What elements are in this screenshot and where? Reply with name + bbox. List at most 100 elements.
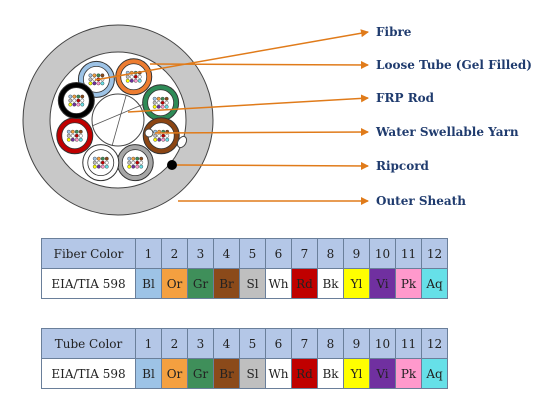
- fiber-color-code: Aq: [421, 268, 448, 299]
- fibre: [153, 133, 158, 138]
- water-swellable-yarn: [144, 128, 154, 138]
- tube-table-number: 7: [291, 328, 318, 359]
- loose-tube: [116, 144, 154, 182]
- fibre: [92, 164, 97, 169]
- fiber-table-row-label: EIA/TIA 598: [41, 268, 136, 299]
- fiber-table-number: 3: [187, 238, 214, 269]
- loose-tube: [115, 58, 153, 96]
- tube-table-number: 11: [395, 328, 422, 359]
- loose-tube-gel: [62, 87, 90, 114]
- fibre: [72, 102, 77, 107]
- fibre: [96, 81, 101, 86]
- fibre: [133, 78, 138, 83]
- fibre: [74, 137, 79, 142]
- fiber-table-number: 9: [343, 238, 370, 269]
- fibre: [100, 73, 105, 78]
- fiber-color-code: Rd: [291, 268, 318, 299]
- fibre: [74, 129, 79, 134]
- fibre: [129, 78, 134, 83]
- fibre: [165, 133, 170, 138]
- fibre: [137, 78, 142, 83]
- fibre: [165, 137, 170, 142]
- tube-color-table: Tube Color 1 2 3 4 5 6 7 8 9 10 11 12 EI…: [41, 328, 448, 389]
- arrow-yarn: [154, 128, 369, 137]
- fibre: [100, 81, 105, 86]
- fibre: [80, 94, 85, 99]
- fibre: [127, 156, 132, 161]
- fibre: [100, 164, 105, 169]
- fibre: [92, 73, 97, 78]
- loose-tube: [142, 84, 180, 122]
- fibre: [66, 129, 71, 134]
- fibre: [80, 98, 85, 103]
- fiber-table-number: 11: [395, 238, 422, 269]
- fiber-table-number: 5: [239, 238, 266, 269]
- fiber-table-number: 2: [161, 238, 188, 269]
- fibre: [160, 96, 165, 101]
- fiber-table-number: 12: [421, 238, 448, 269]
- fibre: [92, 156, 97, 161]
- tube-table-row-label: EIA/TIA 598: [41, 358, 136, 389]
- fibre: [129, 74, 134, 79]
- fibre: [161, 133, 166, 138]
- fibre: [70, 137, 75, 142]
- tube-table-header-row: Tube Color 1 2 3 4 5 6 7 8 9 10 11 12: [41, 328, 448, 359]
- fiber-table-number: 8: [317, 238, 344, 269]
- fibre: [133, 74, 138, 79]
- fibre: [104, 160, 109, 165]
- fibre: [152, 100, 157, 105]
- tube-table-number: 5: [239, 328, 266, 359]
- fibre: [156, 96, 161, 101]
- tube-table-number: 10: [369, 328, 396, 359]
- fibre: [70, 129, 75, 134]
- fibre: [100, 160, 105, 165]
- water-swellable-yarn-2: [176, 135, 188, 149]
- frp-rod-divider-2: [111, 95, 127, 147]
- fibre: [160, 100, 165, 105]
- fibre: [96, 160, 101, 165]
- loose-tube: [56, 117, 94, 155]
- label-frp-rod: FRP Rod: [376, 91, 435, 105]
- fibre: [104, 164, 109, 169]
- fibre: [135, 156, 140, 161]
- fibre: [131, 156, 136, 161]
- arrow-fibre: [94, 29, 369, 81]
- fiber-color-code: Br: [213, 268, 240, 299]
- fibre: [88, 81, 93, 86]
- loose-tube: [82, 144, 120, 182]
- label-ripcord: Ripcord: [376, 159, 430, 173]
- tube-color-code: Yl: [343, 358, 370, 389]
- fibre: [74, 133, 79, 138]
- fibre: [96, 164, 101, 169]
- loose-tube: [142, 117, 180, 155]
- fibre: [76, 98, 81, 103]
- fibre: [125, 78, 130, 83]
- fibre: [66, 133, 71, 138]
- fibre: [72, 94, 77, 99]
- fibre: [152, 96, 157, 101]
- fibre: [139, 160, 144, 165]
- fibre: [76, 94, 81, 99]
- fibre: [164, 100, 169, 105]
- fibre: [160, 104, 165, 109]
- tube-table-code-row: EIA/TIA 598 Bl Or Gr Br Sl Wh Rd Bk Yl V…: [41, 358, 448, 389]
- label-water-swellable-yarn: Water Swellable Yarn: [375, 125, 519, 139]
- tube-color-code: Vi: [369, 358, 396, 389]
- tube-table-number: 3: [187, 328, 214, 359]
- tube-color-code: Gr: [187, 358, 214, 389]
- fibre: [96, 156, 101, 161]
- arrows: [94, 29, 369, 205]
- fibre: [72, 98, 77, 103]
- fibre: [68, 94, 73, 99]
- fiber-color-code: Or: [161, 268, 188, 299]
- tube-table-header-label: Tube Color: [41, 328, 136, 359]
- fiber-color-code: Yl: [343, 268, 370, 299]
- fiber-color-code: Pk: [395, 268, 422, 299]
- fibre: [157, 137, 162, 142]
- tube-color-code: Bk: [317, 358, 344, 389]
- tube-table-number: 12: [421, 328, 448, 359]
- tube-color-code: Aq: [421, 358, 448, 389]
- ripcord: [167, 160, 177, 170]
- fiber-table-number: 6: [265, 238, 292, 269]
- fibre: [156, 100, 161, 105]
